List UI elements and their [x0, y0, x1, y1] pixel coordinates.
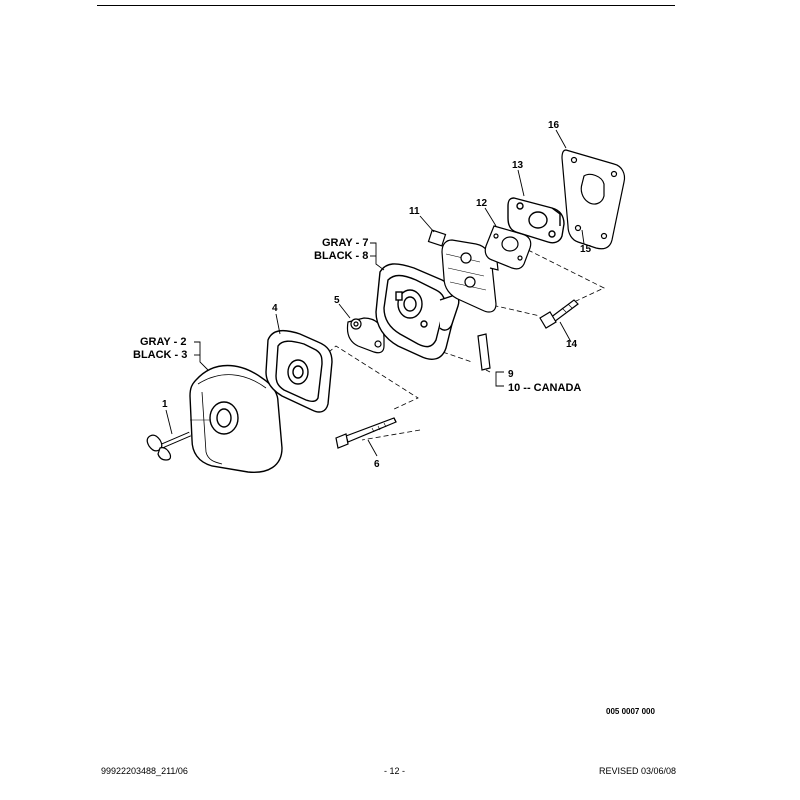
footer-revision-date: REVISED 03/06/08 [599, 766, 677, 776]
part-7-8-air-filter-base [375, 263, 460, 360]
part-2-3-air-filter-cover [189, 364, 283, 473]
part-6-long-bolt [335, 417, 397, 449]
callout-1: 1 [162, 399, 168, 410]
part-16-cylinder-gasket [561, 149, 626, 250]
callout-11: 11 [409, 206, 420, 217]
leader-lines [165, 129, 585, 457]
part-1-wing-bolt [146, 431, 191, 461]
callout-8-black: BLACK - 8 [314, 250, 368, 262]
part-14-bolt [539, 299, 579, 329]
part-13-insulator [507, 197, 565, 244]
callout-13: 13 [512, 160, 524, 171]
callout-7-gray: GRAY - 7 [322, 237, 368, 249]
callout-16: 16 [548, 120, 560, 131]
callout-4: 4 [272, 303, 278, 314]
callout-9: 9 [508, 369, 514, 380]
part-9-10-gasket [477, 333, 491, 371]
callout-6: 6 [374, 459, 380, 470]
callout-10-canada: 10 -- CANADA [508, 382, 581, 394]
footer-page-number: - 12 - [384, 766, 406, 776]
callout-12: 12 [476, 198, 488, 209]
callout-2-gray: GRAY - 2 [140, 336, 186, 348]
footer-part-number: 99922203488_211/06 [101, 766, 188, 776]
part-4-air-filter-element [265, 329, 333, 413]
callout-15: 15 [580, 244, 592, 255]
part-12-gasket [484, 225, 532, 270]
top-rule [97, 5, 675, 6]
callout-3-black: BLACK - 3 [133, 349, 187, 361]
drawing-code: 005 0007 000 [606, 707, 655, 716]
callout-14: 14 [566, 339, 578, 350]
callout-5: 5 [334, 295, 340, 306]
